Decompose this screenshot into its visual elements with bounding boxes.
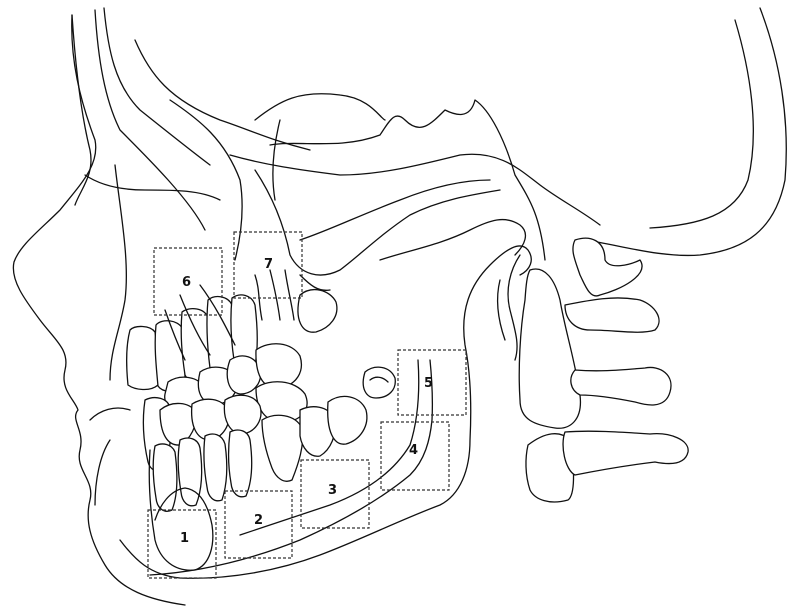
region-label-4: 4 — [409, 443, 418, 458]
region-label-7: 7 — [264, 257, 273, 272]
region-label-2: 2 — [254, 513, 263, 528]
cervical-vertebrae — [498, 238, 689, 502]
cranial-outline — [72, 8, 786, 260]
region-label-5: 5 — [424, 376, 433, 391]
region-label-3: 3 — [328, 483, 337, 498]
region-label-1: 1 — [180, 531, 189, 546]
region-label-6: 6 — [182, 275, 191, 290]
